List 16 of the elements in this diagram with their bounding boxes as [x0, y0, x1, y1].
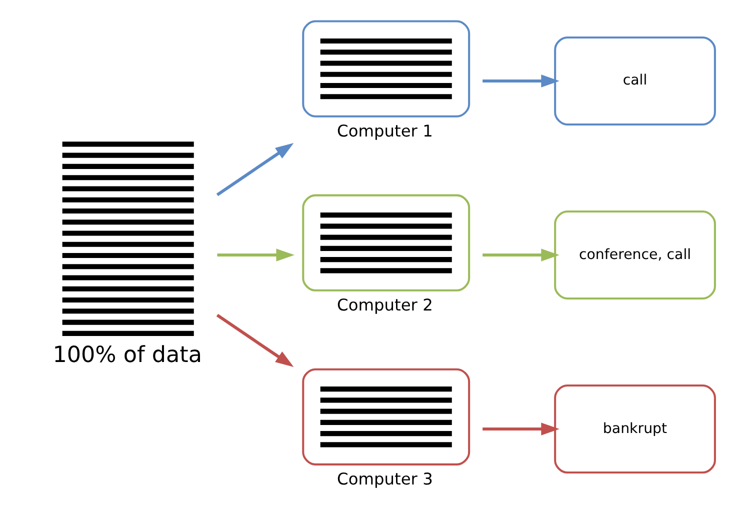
node-label: Computer 1: [336, 121, 432, 140]
arrow: [482, 74, 559, 88]
arrow: [482, 248, 559, 262]
node-box: call: [554, 36, 716, 126]
arrow: [216, 142, 294, 196]
node-box: [302, 20, 470, 118]
arrow: [216, 314, 294, 368]
arrow: [216, 248, 294, 262]
node-box: [302, 194, 470, 292]
node-label: Computer 3: [336, 469, 432, 488]
arrow: [482, 422, 559, 436]
node-box: bankrupt: [554, 384, 716, 474]
node-label: Computer 2: [336, 295, 432, 314]
node-box: conference, call: [554, 210, 716, 300]
node-box: [302, 368, 470, 466]
node-label: 100% of data: [52, 342, 202, 368]
